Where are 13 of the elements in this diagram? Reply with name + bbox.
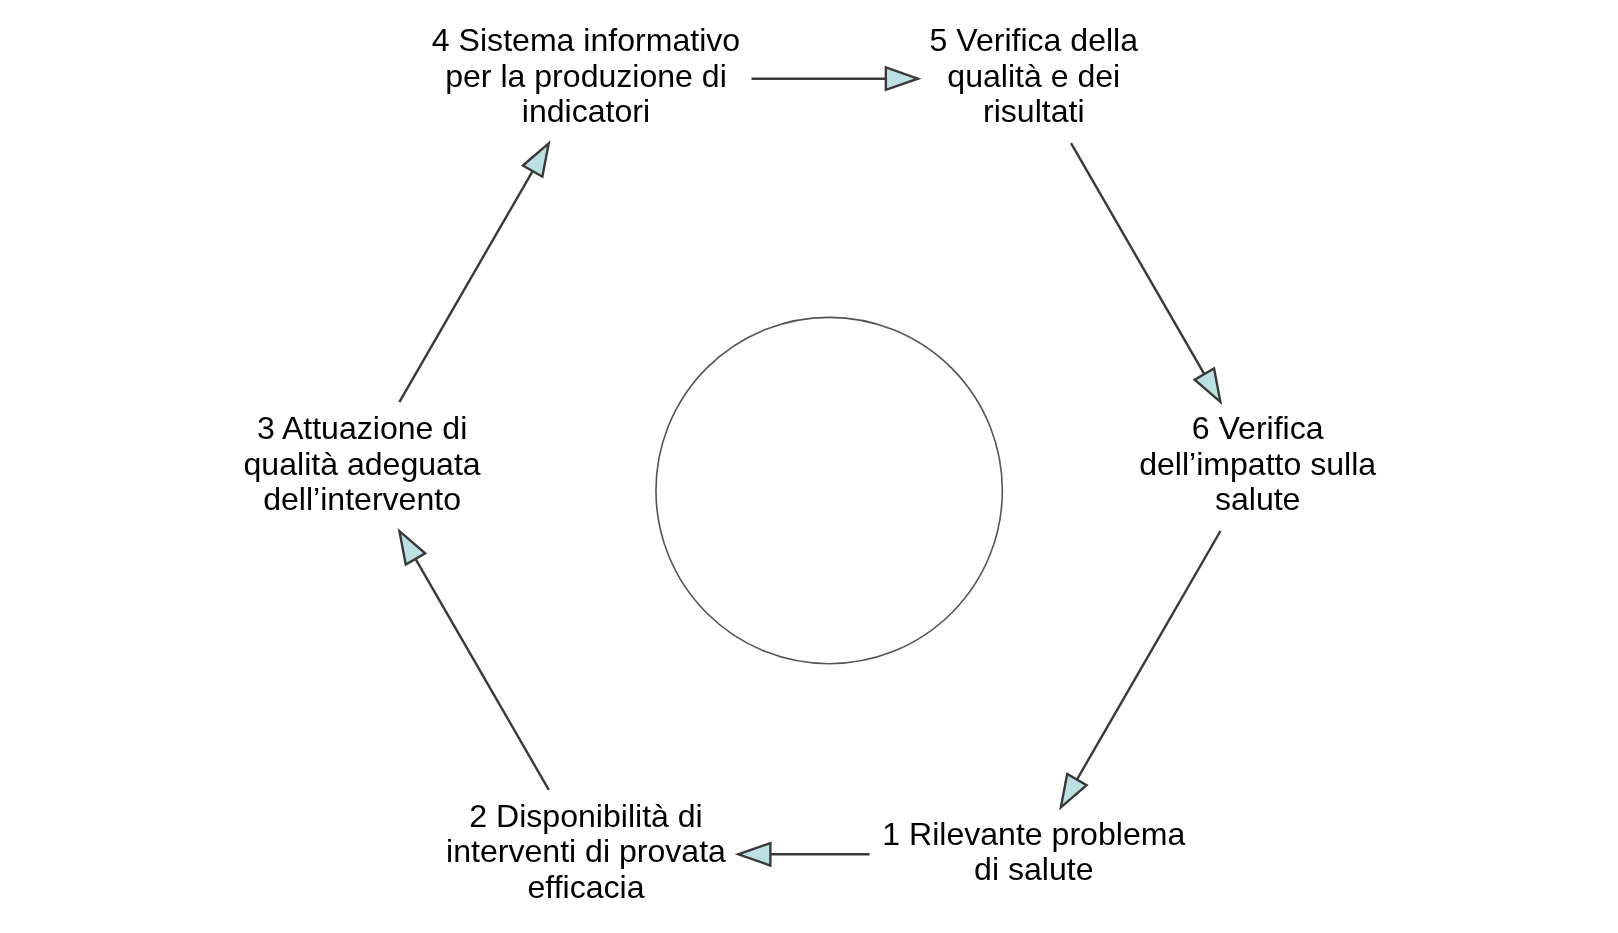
arrow: [397, 528, 550, 791]
node-text: 3 Attuazione di qualità adeguata dell’intervento: [243, 410, 481, 517]
node-circle: [654, 316, 1003, 665]
node-text: 4 Sistema informativo per la produzione di indicatori: [431, 22, 740, 129]
arrow: [1069, 142, 1222, 406]
arrow: [751, 65, 922, 92]
arrow: [397, 140, 550, 403]
arrow: [734, 841, 870, 868]
node-text: 2 Disponibilità di interventi di provata efficacia: [445, 798, 726, 905]
arrow: [1058, 530, 1221, 811]
node-text: 6 Verifica dell’impatto sulla salute: [1138, 410, 1376, 517]
node-text: 5 Verifica della qualità e dei risultati: [929, 22, 1138, 129]
node-text: 1 Rilevante problema di salute: [881, 815, 1185, 887]
